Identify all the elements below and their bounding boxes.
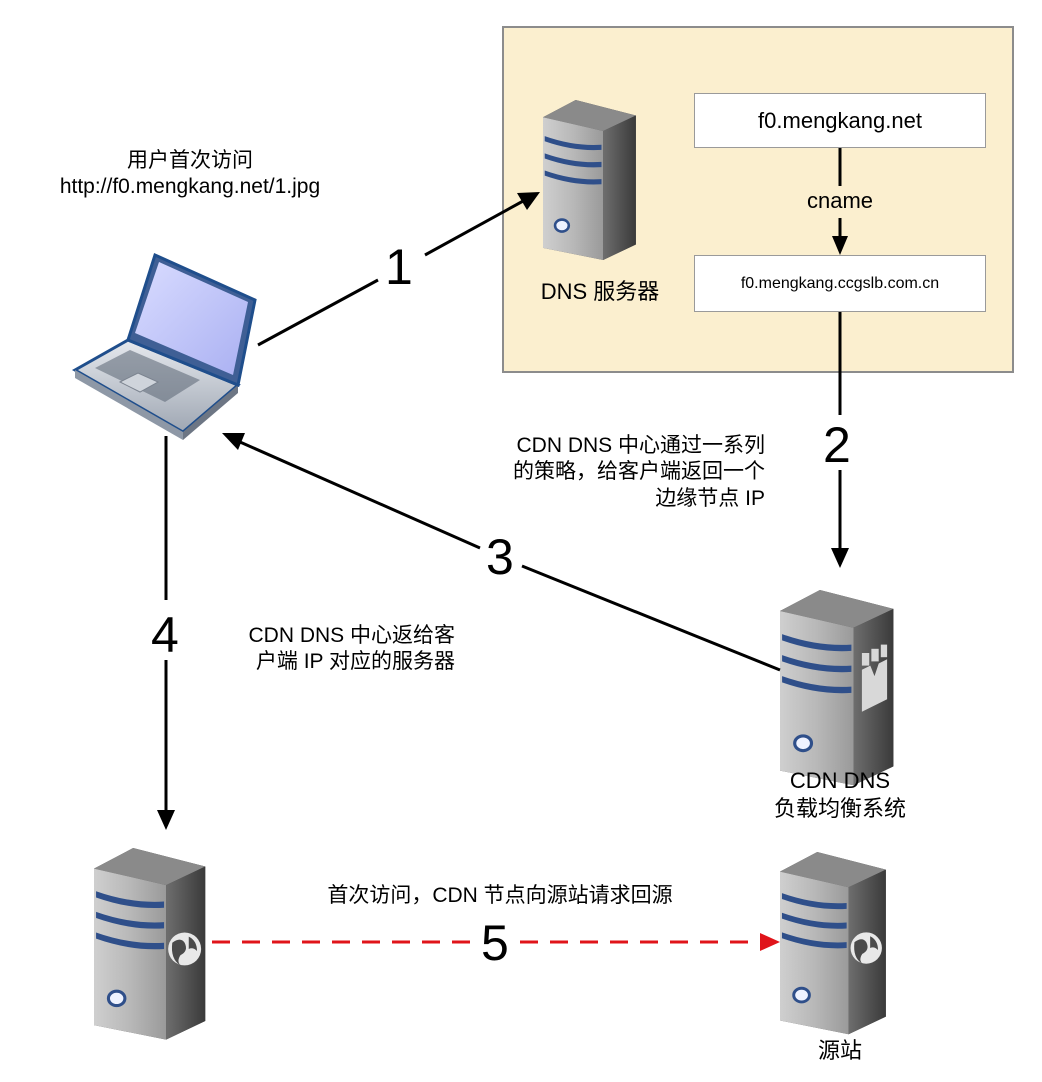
user-visit-line1: 用户首次访问 bbox=[127, 149, 253, 172]
step3-note: CDN DNS 中心通过一系列 的策略，给客户端返回一个 边缘节点 IP bbox=[400, 433, 765, 512]
cname-label: cname bbox=[806, 188, 874, 213]
arrow-step-1 bbox=[257, 192, 540, 347]
domain-box: f0.mengkang.net bbox=[694, 93, 986, 148]
dns-server-label: DNS 服务器 bbox=[540, 279, 660, 304]
step3-note-line1: CDN DNS 中心通过一系列 bbox=[516, 434, 765, 457]
user-visit-url: http://f0.mengkang.net/1.jpg bbox=[59, 175, 321, 199]
step-number-5: 5 bbox=[481, 915, 509, 971]
cdn-dns-line2: 负载均衡系统 bbox=[773, 795, 906, 821]
step3-note-line3: 边缘节点 IP bbox=[655, 486, 765, 510]
arrow-step-3 bbox=[222, 433, 781, 672]
arrow-step-5 bbox=[212, 933, 780, 951]
cname-target-label: f0.mengkang.ccgslb.com.cn bbox=[740, 274, 940, 292]
step-number-4: 4 bbox=[151, 607, 179, 663]
cdn-dns-firewall-server-icon bbox=[778, 588, 895, 787]
step5-note: 首次访问，CDN 节点向源站请求回源 bbox=[327, 884, 673, 907]
cdn-dns-line1: CDN DNS bbox=[789, 768, 891, 793]
cdn-dns-label: CDN DNS 负载均衡系统 bbox=[730, 767, 950, 822]
step4-note-line2: 户端 IP 对应的服务器 bbox=[255, 650, 455, 674]
edge-node-server-icon bbox=[92, 846, 207, 1042]
dns-server-icon bbox=[541, 98, 638, 262]
origin-label: 源站 bbox=[817, 1038, 862, 1063]
step4-note-line1: CDN DNS 中心返给客 bbox=[248, 624, 455, 647]
step-number-2: 2 bbox=[823, 417, 851, 473]
step3-note-line2: 的策略，给客户端返回一个 bbox=[513, 460, 765, 484]
user-visit-label: 用户首次访问 http://f0.mengkang.net/1.jpg bbox=[10, 148, 370, 201]
arrow-step-4 bbox=[157, 436, 175, 830]
step-number-3: 3 bbox=[486, 529, 514, 585]
origin-server-icon bbox=[778, 850, 888, 1036]
arrow-cname bbox=[832, 145, 848, 255]
domain-box-label: f0.mengkang.net bbox=[758, 107, 922, 133]
step4-note: CDN DNS 中心返给客 户端 IP 对应的服务器 bbox=[180, 623, 455, 676]
arrow-step-2 bbox=[831, 312, 849, 568]
laptop-icon bbox=[71, 252, 257, 440]
cname-target-box: f0.mengkang.ccgslb.com.cn bbox=[694, 255, 986, 312]
step-number-1: 1 bbox=[385, 239, 413, 295]
